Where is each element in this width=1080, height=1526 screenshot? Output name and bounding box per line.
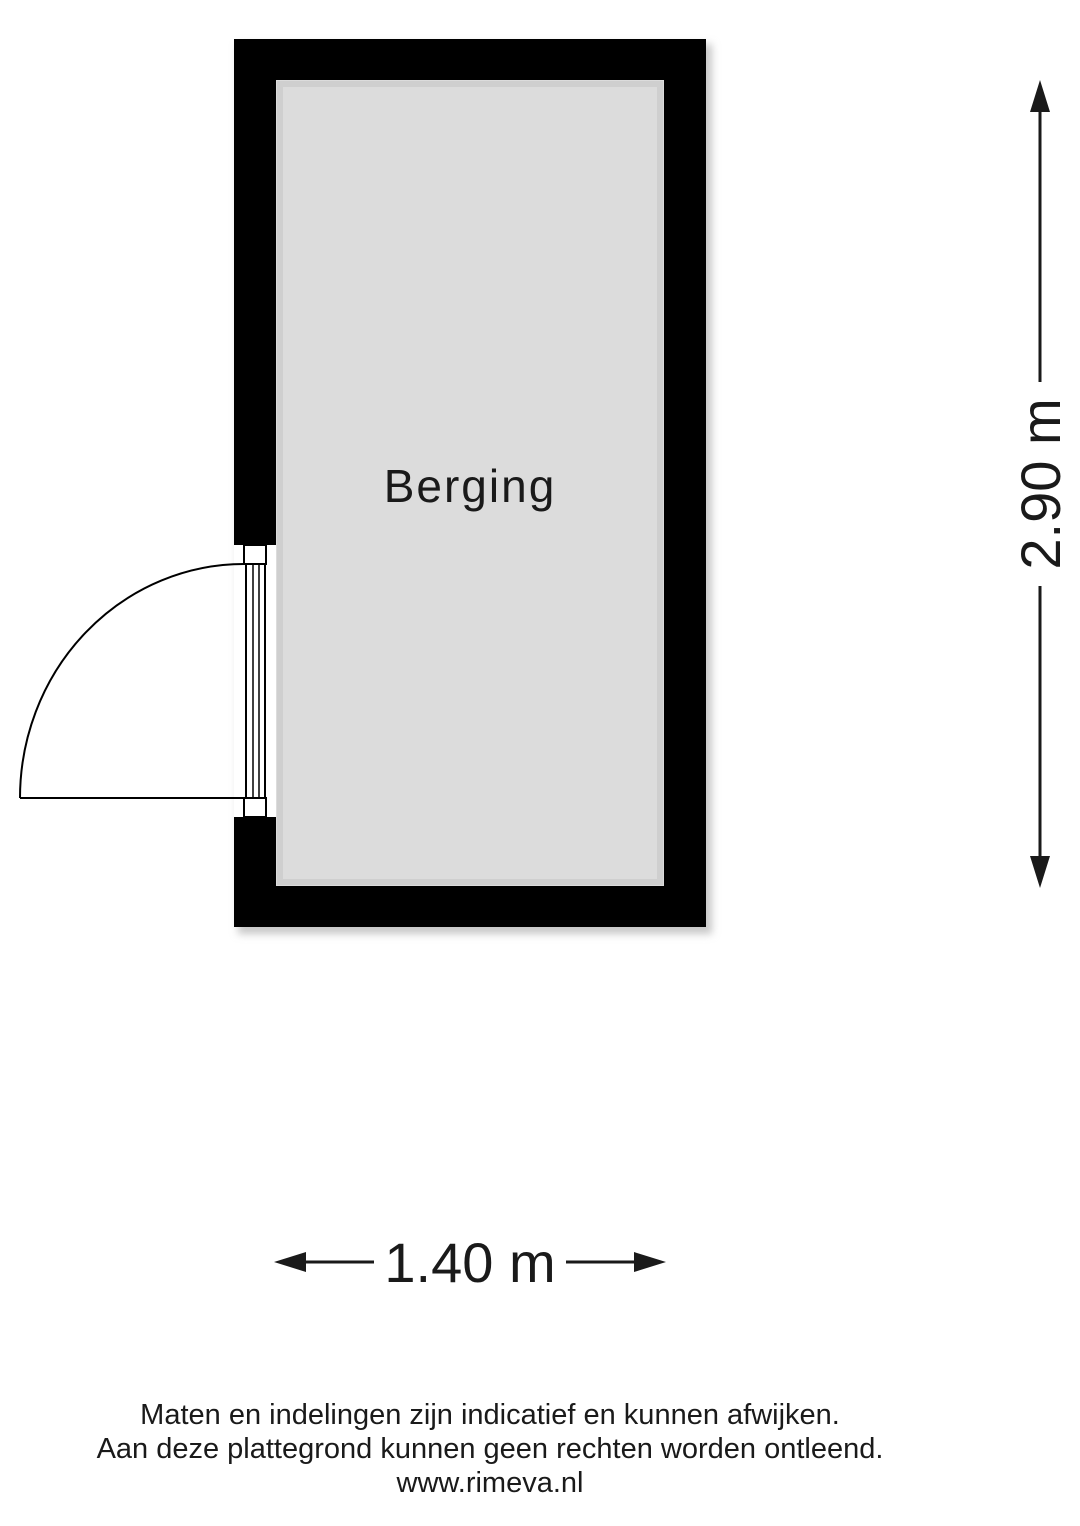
height-dimension: 2.90 m xyxy=(1009,80,1072,888)
height-dimension-label: 2.90 m xyxy=(1009,398,1072,569)
door-jamb-top xyxy=(243,544,267,565)
floor-inner-shade xyxy=(277,81,663,885)
website-link[interactable]: www.rimeva.nl xyxy=(396,1467,584,1499)
arrow-down-icon xyxy=(1030,856,1050,888)
width-dimension-label: 1.40 m xyxy=(384,1231,555,1294)
disclaimer: Maten en indelingen zijn indicatief en k… xyxy=(0,1398,980,1500)
door-swing-arc xyxy=(19,563,245,799)
room-label: Berging xyxy=(384,460,557,512)
arrow-up-icon xyxy=(1030,80,1050,112)
width-dimension: 1.40 m xyxy=(274,1231,666,1294)
arrow-right-icon xyxy=(634,1252,666,1272)
disclaimer-line-1: Maten en indelingen zijn indicatief en k… xyxy=(140,1399,840,1431)
arrow-left-icon xyxy=(274,1252,306,1272)
disclaimer-line-2: Aan deze plattegrond kunnen geen rechten… xyxy=(96,1433,884,1465)
room-floor xyxy=(276,80,664,886)
door-opening xyxy=(234,545,276,817)
door-jamb-bottom xyxy=(243,797,267,818)
